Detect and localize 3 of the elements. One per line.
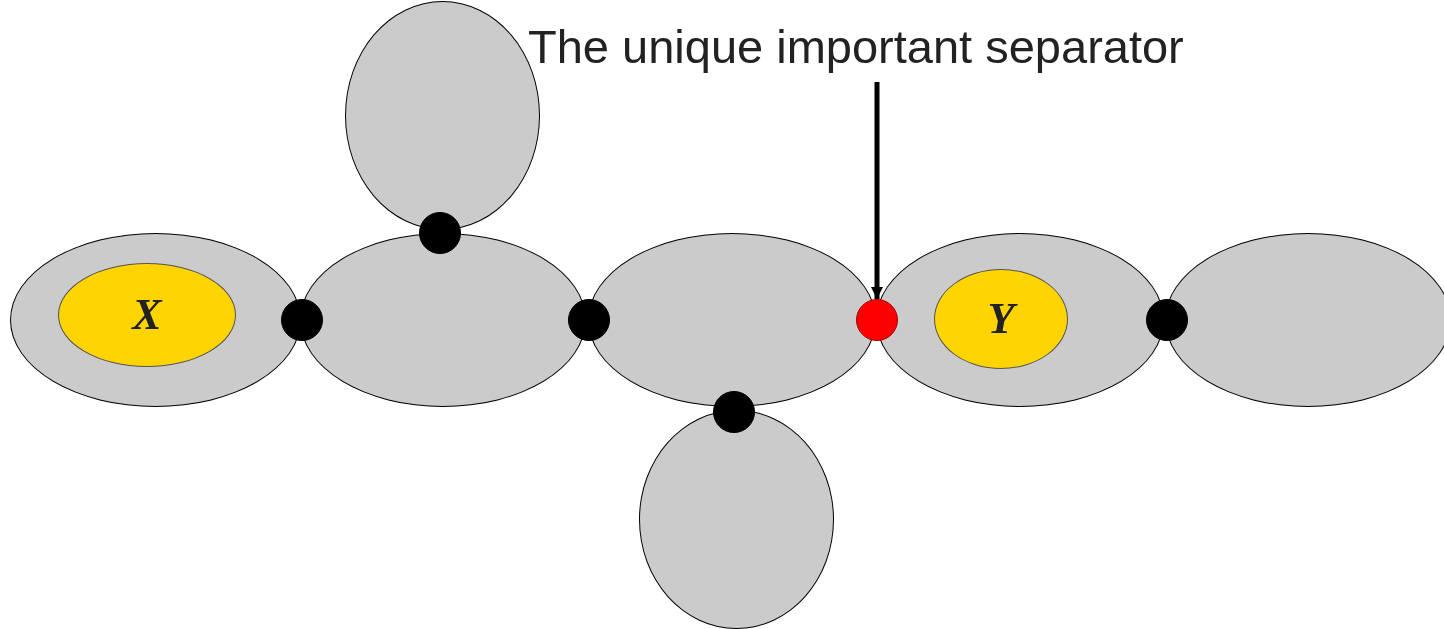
pointer-arrow: [871, 82, 883, 299]
set-label: X: [132, 293, 162, 337]
caption-text: The unique important separator: [528, 18, 1184, 74]
